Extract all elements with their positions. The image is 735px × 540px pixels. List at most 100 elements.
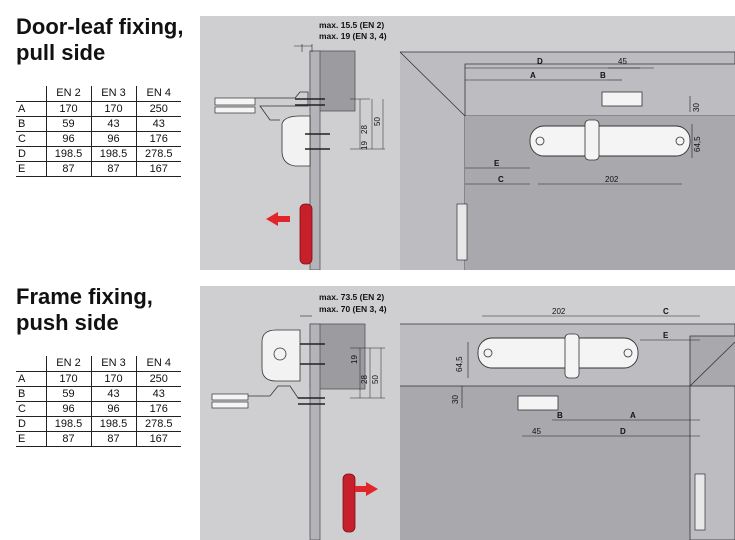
arm-side-2 — [211, 401, 249, 409]
dim-50: 50 — [371, 375, 380, 384]
closer-body-front — [529, 125, 691, 157]
arm-side-2 — [214, 106, 256, 114]
closer-body-front — [477, 337, 639, 369]
dim-B: B — [557, 411, 563, 420]
bottom-diagram-svg: max. 73.5 (EN 2) max. 70 (EN 3, 4) 19 28… — [211, 292, 735, 540]
arm-link — [248, 385, 312, 399]
table-header-row: EN 2 EN 3 EN 4 — [16, 356, 181, 372]
bottom-max-note-1: max. 73.5 (EN 2) — [319, 292, 384, 302]
top-diagram: max. 15.5 (EN 2) max. 19 (EN 3, 4) 28 50… — [200, 16, 735, 270]
dim-19: 19 — [350, 355, 359, 364]
row-label: A — [16, 101, 47, 117]
table-row: E 87 87 167 — [16, 161, 181, 177]
row-label: A — [16, 371, 47, 387]
dim-A: A — [530, 71, 536, 80]
bottom-max-note-2: max. 70 (EN 3, 4) — [319, 304, 387, 314]
dim-D: D — [620, 427, 626, 436]
table-cell: 198.5 — [46, 146, 92, 162]
table-cell: 250 — [136, 371, 181, 387]
dim-28: 28 — [360, 125, 369, 134]
column-header: EN 3 — [91, 356, 137, 372]
table-cell: 59 — [46, 116, 92, 132]
table-cell: 167 — [136, 431, 181, 447]
table-cell: 278.5 — [136, 146, 181, 162]
closer-body-side — [281, 115, 311, 167]
screws-top — [295, 98, 330, 150]
top-dimension-table: EN 2 EN 3 EN 4 A 170 170 250 B 59 43 43 … — [16, 86, 181, 177]
table-cell: 198.5 — [91, 146, 137, 162]
table-cell: 87 — [91, 161, 137, 177]
table-cell: 278.5 — [136, 416, 181, 432]
table-cell: 176 — [136, 401, 181, 417]
table-row: D 198.5 198.5 278.5 — [16, 146, 181, 162]
frame-miter — [399, 51, 466, 117]
table-row: A 170 170 250 — [16, 371, 181, 387]
dim-B: B — [600, 71, 606, 80]
hinge-marker — [342, 473, 356, 533]
dim-64-5: 64,5 — [693, 136, 702, 152]
pull-direction-arrow-icon — [266, 212, 290, 226]
column-header: EN 2 — [46, 86, 92, 102]
bottom-section-title: Frame fixing, push side — [16, 284, 153, 336]
table-cell: 87 — [46, 161, 92, 177]
door-leaf-section — [309, 323, 321, 540]
dim-E: E — [663, 331, 669, 340]
table-row: D 198.5 198.5 278.5 — [16, 416, 181, 432]
table-cell: 96 — [46, 401, 92, 417]
bottom-dimension-table: EN 2 EN 3 EN 4 A 170 170 250 B 59 43 43 … — [16, 356, 181, 447]
closer-pinion — [584, 119, 600, 161]
table-header-row: EN 2 EN 3 EN 4 — [16, 86, 181, 102]
bottom-title-line1: Frame fixing, — [16, 284, 153, 309]
table-cell: 96 — [91, 131, 137, 147]
table-cell: 176 — [136, 131, 181, 147]
arm-shoe — [601, 91, 643, 107]
table-cell: 170 — [46, 371, 92, 387]
frame-hinge — [456, 203, 468, 261]
frame-hinge — [694, 473, 706, 531]
dim-64-5: 64,5 — [455, 356, 464, 372]
dim-202: 202 — [552, 307, 566, 316]
table-corner — [16, 86, 47, 102]
table-cell: 96 — [46, 131, 92, 147]
dim-E: E — [494, 159, 500, 168]
table-cell: 43 — [136, 386, 181, 402]
row-label: D — [16, 416, 47, 432]
bottom-diagram: max. 73.5 (EN 2) max. 70 (EN 3, 4) 19 28… — [200, 286, 735, 540]
table-cell: 59 — [46, 386, 92, 402]
column-header: EN 4 — [136, 356, 181, 372]
closer-body-side — [261, 329, 301, 382]
dim-30: 30 — [692, 103, 701, 112]
top-dimension-lines — [465, 67, 693, 185]
top-max-note-2: max. 19 (EN 3, 4) — [319, 31, 387, 41]
table-cell: 250 — [136, 101, 181, 117]
hinge-marker — [299, 203, 313, 265]
table-cell: 87 — [91, 431, 137, 447]
top-section-title: Door-leaf fixing, pull side — [16, 14, 183, 66]
top-title-line2: pull side — [16, 40, 106, 65]
arm-side-1 — [211, 393, 249, 401]
table-cell: 170 — [46, 101, 92, 117]
table-cell: 43 — [136, 116, 181, 132]
push-direction-arrow-icon — [355, 482, 378, 496]
table-cell: 43 — [91, 116, 137, 132]
frame-miter — [689, 341, 735, 387]
table-row: A 170 170 250 — [16, 101, 181, 117]
dim-A: A — [630, 411, 636, 420]
screws-bottom — [298, 343, 325, 405]
table-row: C 96 96 176 — [16, 131, 181, 147]
dim-202: 202 — [605, 175, 619, 184]
column-header: EN 2 — [46, 356, 92, 372]
row-label: B — [16, 116, 47, 132]
table-cell: 198.5 — [46, 416, 92, 432]
table-cell: 167 — [136, 161, 181, 177]
column-header: EN 3 — [91, 86, 137, 102]
dim-30: 30 — [451, 395, 460, 404]
arm-side-1 — [214, 97, 256, 106]
bottom-dimension-lines — [461, 315, 700, 437]
table-cell: 96 — [91, 401, 137, 417]
top-title-line1: Door-leaf fixing, — [16, 14, 184, 39]
table-corner — [16, 356, 47, 372]
row-label: B — [16, 386, 47, 402]
dim-C: C — [663, 307, 669, 316]
top-max-note-1: max. 15.5 (EN 2) — [319, 20, 384, 30]
